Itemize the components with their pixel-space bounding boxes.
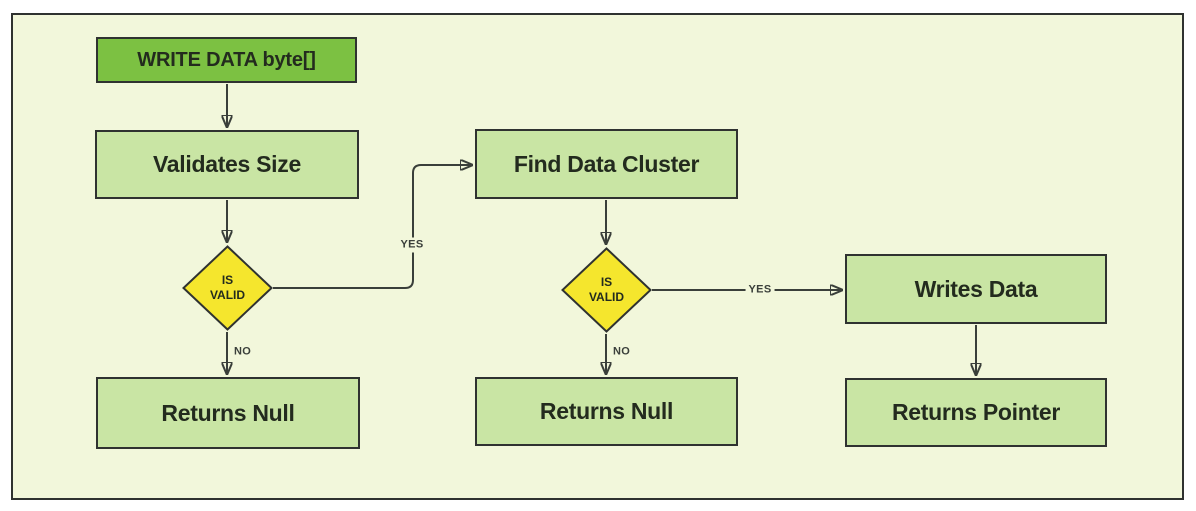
diamond-shape	[561, 247, 652, 333]
node-validates-size: Validates Size	[95, 130, 359, 199]
node-label: Returns Null	[161, 399, 295, 426]
node-label: IS VALID	[588, 275, 625, 304]
edge-label-yes-2: YES	[745, 282, 775, 298]
node-label: Returns Pointer	[891, 399, 1061, 425]
node-label: IS VALID	[209, 273, 246, 302]
node-label: WRITE DATA byte[]	[137, 48, 316, 71]
node-write-data: WRITE DATA byte[]	[96, 37, 357, 83]
diamond-shape	[182, 245, 273, 331]
edge-label-yes-1: YES	[397, 237, 427, 253]
node-label: Returns Null	[539, 398, 674, 424]
node-find-data-cluster: Find Data Cluster	[475, 129, 738, 199]
node-returns-null-mid: Returns Null	[475, 377, 738, 446]
node-writes-data: Writes Data	[845, 254, 1107, 324]
node-label: Validates Size	[153, 151, 301, 177]
node-decision-is-valid-2: IS VALID	[561, 247, 652, 333]
edge-label-no-2: NO	[613, 345, 631, 358]
node-decision-is-valid-1: IS VALID	[182, 245, 273, 331]
node-returns-null-left: Returns Null	[96, 377, 360, 449]
node-label: Writes Data	[914, 275, 1038, 302]
node-label: Find Data Cluster	[513, 150, 700, 177]
node-returns-pointer: Returns Pointer	[845, 378, 1107, 447]
edge-label-no-1: NO	[234, 345, 252, 358]
